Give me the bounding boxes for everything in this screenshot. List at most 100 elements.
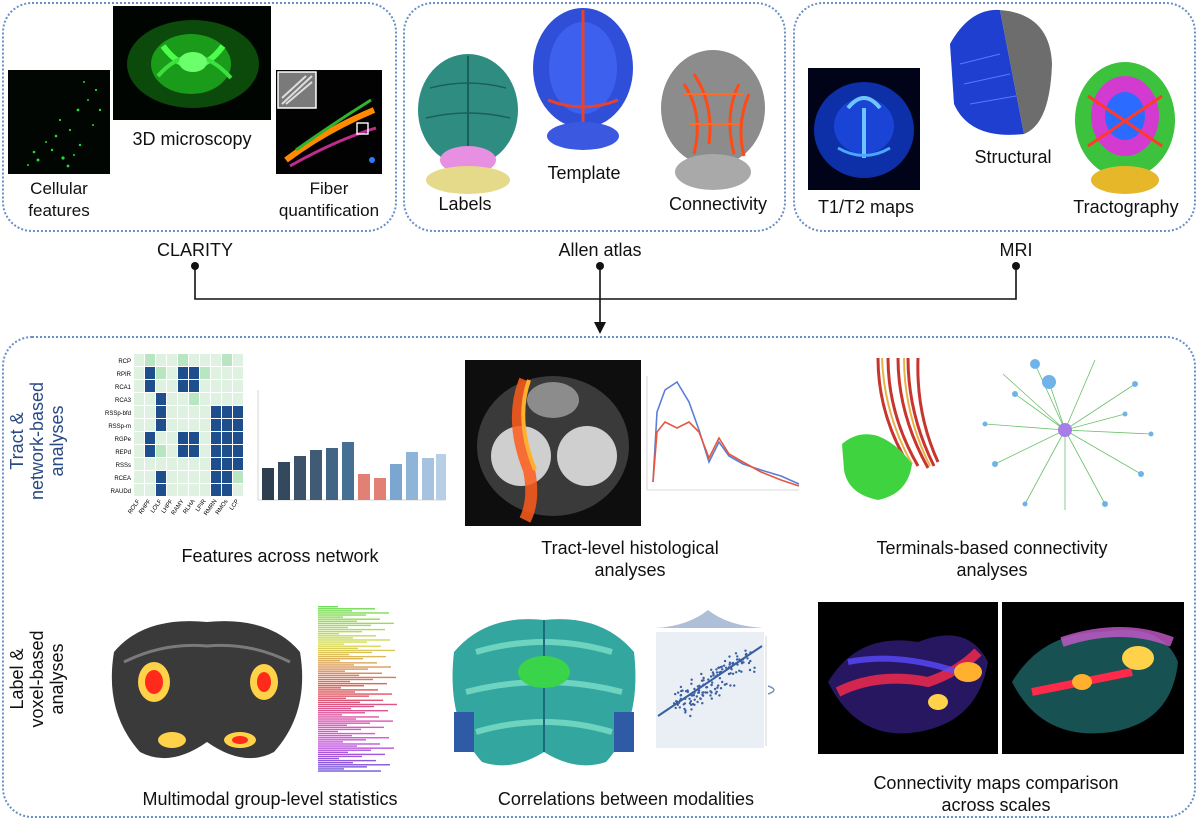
stat-bar (318, 745, 357, 747)
scatter-point (753, 670, 756, 673)
clarity-title: CLARITY (156, 240, 234, 260)
stat-bar (318, 612, 389, 614)
stat-bar (318, 764, 390, 766)
heatmap-row-label: RCEA (114, 476, 131, 482)
stat-bar (318, 618, 380, 620)
scatter-point (715, 668, 718, 671)
scatter-point (723, 659, 727, 663)
heatmap-cell (145, 471, 155, 483)
scatter-point (728, 655, 731, 658)
heatmap-cell (233, 471, 243, 483)
tract-mri-image (465, 360, 641, 526)
stat-bar (318, 685, 364, 687)
scatter-point (681, 689, 684, 692)
scatter-point (704, 691, 707, 694)
heatmap-cell (189, 484, 199, 496)
stat-bar (318, 653, 349, 656)
scatter-point (740, 670, 743, 673)
scatter-point (679, 699, 682, 702)
scatter-point (728, 663, 731, 666)
heatmap-cell (167, 419, 177, 431)
stat-bar (318, 739, 366, 741)
heatmap-cell (145, 367, 155, 379)
stat-bar (318, 622, 394, 625)
heatmap-cell (211, 432, 221, 444)
scatter-point (705, 686, 709, 689)
3d-microscopy-image (113, 6, 271, 120)
scatter-point (718, 677, 722, 680)
heatmap-cell (189, 458, 199, 470)
scatter-point (700, 679, 704, 682)
heatmap-cell (233, 380, 243, 392)
heatmap-cell (178, 458, 188, 470)
features-bar-chart (254, 386, 450, 516)
scatter-point (688, 697, 691, 700)
heatmap-cell (145, 354, 155, 366)
correlations-scatter-plot (648, 606, 782, 756)
stat-bar (318, 635, 376, 637)
scatter-point (745, 652, 748, 656)
heatmap-cell (167, 445, 177, 457)
heatmap-cell (189, 419, 199, 431)
heatmap-cell (134, 432, 144, 444)
scatter-point (742, 661, 745, 664)
heatmap-row-label: RGPe (115, 437, 132, 443)
scatter-point (735, 671, 738, 674)
heatmap-cell (145, 432, 155, 444)
stat-bar (318, 689, 378, 691)
heatmap-cell (211, 419, 221, 431)
scatter-point (725, 666, 728, 669)
stat-bar (318, 699, 383, 701)
scatter-point (736, 655, 739, 658)
heatmap-row-label: RCA1 (115, 385, 132, 391)
heatmap-cell (189, 393, 199, 405)
heatmap-cell (233, 419, 243, 431)
heatmap-cell (200, 484, 210, 496)
heatmap-cell (145, 484, 155, 496)
correlations-caption: Correlations between modalities (497, 789, 755, 809)
stat-bar (318, 633, 339, 635)
scatter-point (675, 702, 679, 705)
heatmap-cell (200, 432, 210, 444)
stat-bar (318, 660, 340, 662)
heatmap-row-label: RSSp-m (108, 424, 131, 430)
scatter-point (692, 693, 695, 697)
heatmap-cell (156, 432, 166, 444)
heatmap-cell (145, 419, 155, 431)
scatter-point (679, 685, 683, 689)
allen-atlas-panel (403, 2, 786, 232)
structural-label: Structural (974, 147, 1052, 167)
scatter-point (719, 687, 723, 690)
heatmap-row-label: RSSs (116, 463, 131, 469)
analyses-panel (2, 336, 1196, 818)
scatter-point (749, 659, 752, 663)
scatter-point (710, 668, 713, 671)
connectivity-map-coarse-image (1002, 602, 1184, 754)
stat-bar (318, 741, 343, 743)
cellular-features-image (8, 70, 110, 174)
heatmap-cell (222, 458, 232, 470)
heatmap-cell (178, 367, 188, 379)
stat-bar (318, 630, 362, 633)
scatter-point (749, 651, 752, 654)
heatmap-cell (167, 458, 177, 470)
stat-bar (318, 712, 365, 714)
scatter-point (678, 706, 681, 709)
template-brain-image (528, 4, 638, 156)
scatter-point (747, 661, 751, 665)
heatmap-cell (222, 432, 232, 444)
heatmap-cell (211, 471, 221, 483)
heatmap-cell (211, 458, 221, 470)
heatmap-row-label: REPd (115, 450, 131, 456)
heatmap-cell (222, 354, 232, 366)
scatter-point (689, 714, 692, 718)
stat-bar (318, 680, 350, 683)
stat-bar (318, 747, 394, 749)
group-stats-bar-chart (316, 604, 404, 774)
scatter-point (690, 682, 693, 685)
scatter-point (725, 682, 728, 686)
merge-connector (191, 262, 1020, 334)
connectivity-label: Connectivity (668, 194, 768, 214)
scatter-point (695, 695, 698, 698)
